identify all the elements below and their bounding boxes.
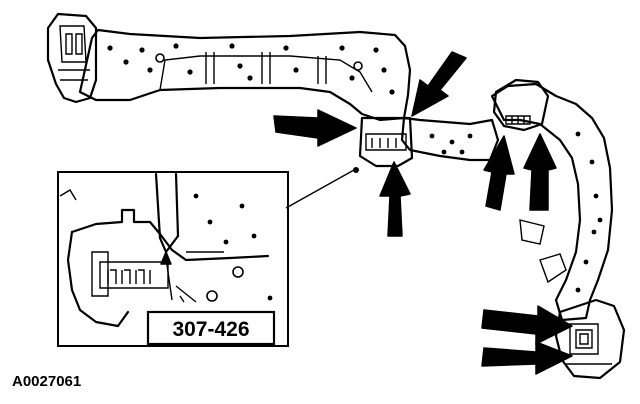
arrow-upper-right-a	[483, 135, 515, 211]
callout-arrows	[273, 51, 573, 375]
figure-id: A0027061	[12, 373, 81, 390]
tool-label: 307-426	[172, 318, 249, 341]
arrow-lower-right-b	[481, 341, 573, 375]
lower-right-connector	[554, 298, 626, 380]
inset-leader-line	[285, 169, 355, 209]
arrow-left-center	[273, 109, 357, 147]
arrow-upper-right-b	[523, 133, 557, 211]
center-connector	[353, 116, 414, 173]
arrow-lower-right-a	[481, 305, 573, 345]
left-connector-plug	[46, 12, 98, 104]
right-curved-harness	[490, 82, 614, 322]
rivet-holes	[107, 43, 473, 155]
arrow-top-center	[411, 51, 467, 117]
arrow-bottom-center	[379, 161, 411, 237]
upper-right-connector	[492, 78, 550, 132]
tool-label-callout: 307-426	[146, 310, 276, 346]
